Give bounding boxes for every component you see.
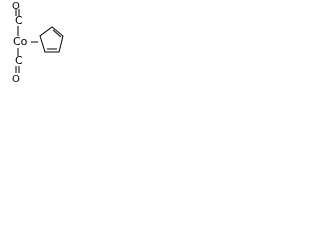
cobalt-label: Co xyxy=(13,35,28,48)
structure-diagram: O O C Co C xyxy=(0,0,79,85)
cyclopentadienyl-ring xyxy=(39,26,64,53)
oxygen-bottom-label: O xyxy=(12,74,20,83)
ring-double-bond-upper xyxy=(52,29,62,38)
carbon-top-label: C xyxy=(15,14,23,27)
bond-drawing: O O xyxy=(12,1,64,85)
oxygen-top-label: O xyxy=(12,1,20,12)
carbon-bottom-label: C xyxy=(15,54,23,67)
